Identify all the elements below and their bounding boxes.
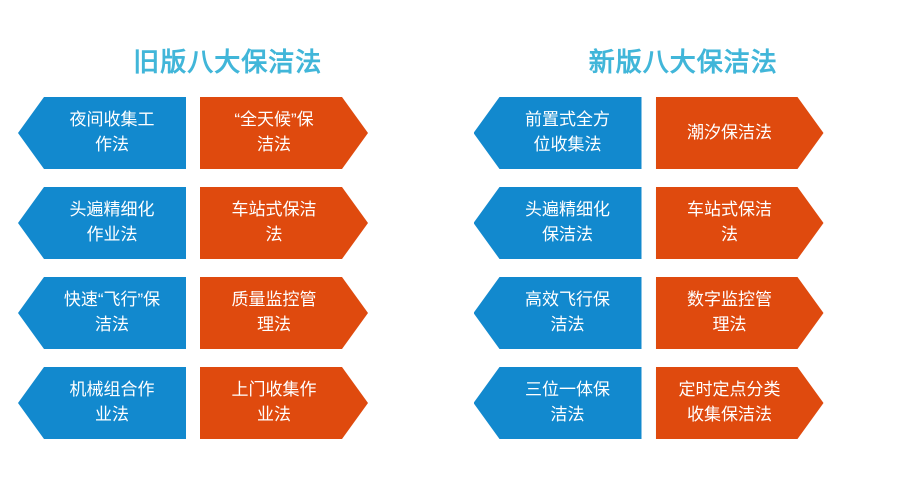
chevron-old-blue-2[interactable]: 头遍精细化 作业法 bbox=[18, 187, 186, 259]
chevron-label: 定时定点分类 收集保洁法 bbox=[678, 380, 781, 424]
chevron-new-blue-2[interactable]: 头遍精细化 保洁法 bbox=[473, 187, 642, 259]
chevron-new-orange-4[interactable]: 定时定点分类 收集保洁法 bbox=[656, 367, 824, 439]
chevron-new-blue-3[interactable]: 高效飞行保 洁法 bbox=[473, 277, 642, 349]
chevron-new-blue-1[interactable]: 前置式全方 位收集法 bbox=[473, 97, 642, 169]
chevron-label: 车站式保洁 法 bbox=[687, 200, 772, 244]
chevron-old-blue-1[interactable]: 夜间收集工 作法 bbox=[18, 97, 186, 169]
chevron-old-blue-3[interactable]: 快速“飞行”保 洁法 bbox=[18, 277, 186, 349]
chevron-label: 质量监控管 理法 bbox=[231, 290, 317, 334]
row-old-3: 快速“飞行”保 洁法 质量监控管 理法 bbox=[0, 277, 456, 367]
chevron-old-orange-1[interactable]: “全天候”保 洁法 bbox=[200, 97, 368, 169]
row-old-4: 机械组合作 业法 上门收集作 业法 bbox=[0, 367, 456, 457]
rows-new: 前置式全方 位收集法 潮汐保洁法 头遍精细化 保洁法 车站式保洁 法 bbox=[456, 97, 911, 457]
chevron-label: 数字监控管 理法 bbox=[687, 290, 772, 334]
chevron-label: 高效飞行保 洁法 bbox=[525, 290, 610, 334]
chevron-label: 潮汐保洁法 bbox=[687, 122, 772, 142]
chevron-label: 三位一体保 洁法 bbox=[525, 380, 610, 424]
row-old-2: 头遍精细化 作业法 车站式保洁 法 bbox=[0, 187, 456, 277]
chevron-label: 快速“飞行”保 洁法 bbox=[63, 290, 161, 334]
chevron-new-blue-4[interactable]: 三位一体保 洁法 bbox=[473, 367, 642, 439]
chevron-label: 上门收集作 业法 bbox=[231, 380, 317, 424]
panel-title-new: 新版八大保洁法 bbox=[588, 47, 778, 77]
row-new-1: 前置式全方 位收集法 潮汐保洁法 bbox=[456, 97, 911, 187]
chevron-old-blue-4[interactable]: 机械组合作 业法 bbox=[18, 367, 186, 439]
chevron-old-orange-3[interactable]: 质量监控管 理法 bbox=[200, 277, 368, 349]
panel-old-methods: 旧版八大保洁法 夜间收集工 作法 “全天候”保 洁法 头遍精细化 作业法 车站 bbox=[0, 47, 456, 457]
chevron-new-orange-2[interactable]: 车站式保洁 法 bbox=[656, 187, 824, 259]
chevron-old-orange-4[interactable]: 上门收集作 业法 bbox=[200, 367, 368, 439]
row-new-4: 三位一体保 洁法 定时定点分类 收集保洁法 bbox=[456, 367, 911, 457]
rows-old: 夜间收集工 作法 “全天候”保 洁法 头遍精细化 作业法 车站式保洁 法 bbox=[0, 97, 456, 457]
panel-new-methods: 新版八大保洁法 前置式全方 位收集法 潮汐保洁法 头遍精细化 保洁法 车站式保 bbox=[456, 0, 911, 498]
chevron-old-orange-2[interactable]: 车站式保洁 法 bbox=[200, 187, 368, 259]
chevron-label: “全天候”保 洁法 bbox=[234, 110, 314, 154]
row-old-1: 夜间收集工 作法 “全天候”保 洁法 bbox=[0, 97, 456, 187]
chevron-label: 车站式保洁 法 bbox=[231, 200, 317, 244]
chevron-label: 前置式全方 位收集法 bbox=[525, 110, 610, 154]
chevron-label: 机械组合作 业法 bbox=[69, 380, 155, 424]
chevron-label: 夜间收集工 作法 bbox=[69, 110, 155, 154]
panel-title-old: 旧版八大保洁法 bbox=[133, 47, 323, 77]
chevron-label: 头遍精细化 保洁法 bbox=[525, 200, 610, 244]
row-new-2: 头遍精细化 保洁法 车站式保洁 法 bbox=[456, 187, 911, 277]
chevron-label: 头遍精细化 作业法 bbox=[69, 200, 155, 244]
chevron-new-orange-3[interactable]: 数字监控管 理法 bbox=[656, 277, 824, 349]
row-new-3: 高效飞行保 洁法 数字监控管 理法 bbox=[456, 277, 911, 367]
chevron-new-orange-1[interactable]: 潮汐保洁法 bbox=[656, 97, 824, 169]
